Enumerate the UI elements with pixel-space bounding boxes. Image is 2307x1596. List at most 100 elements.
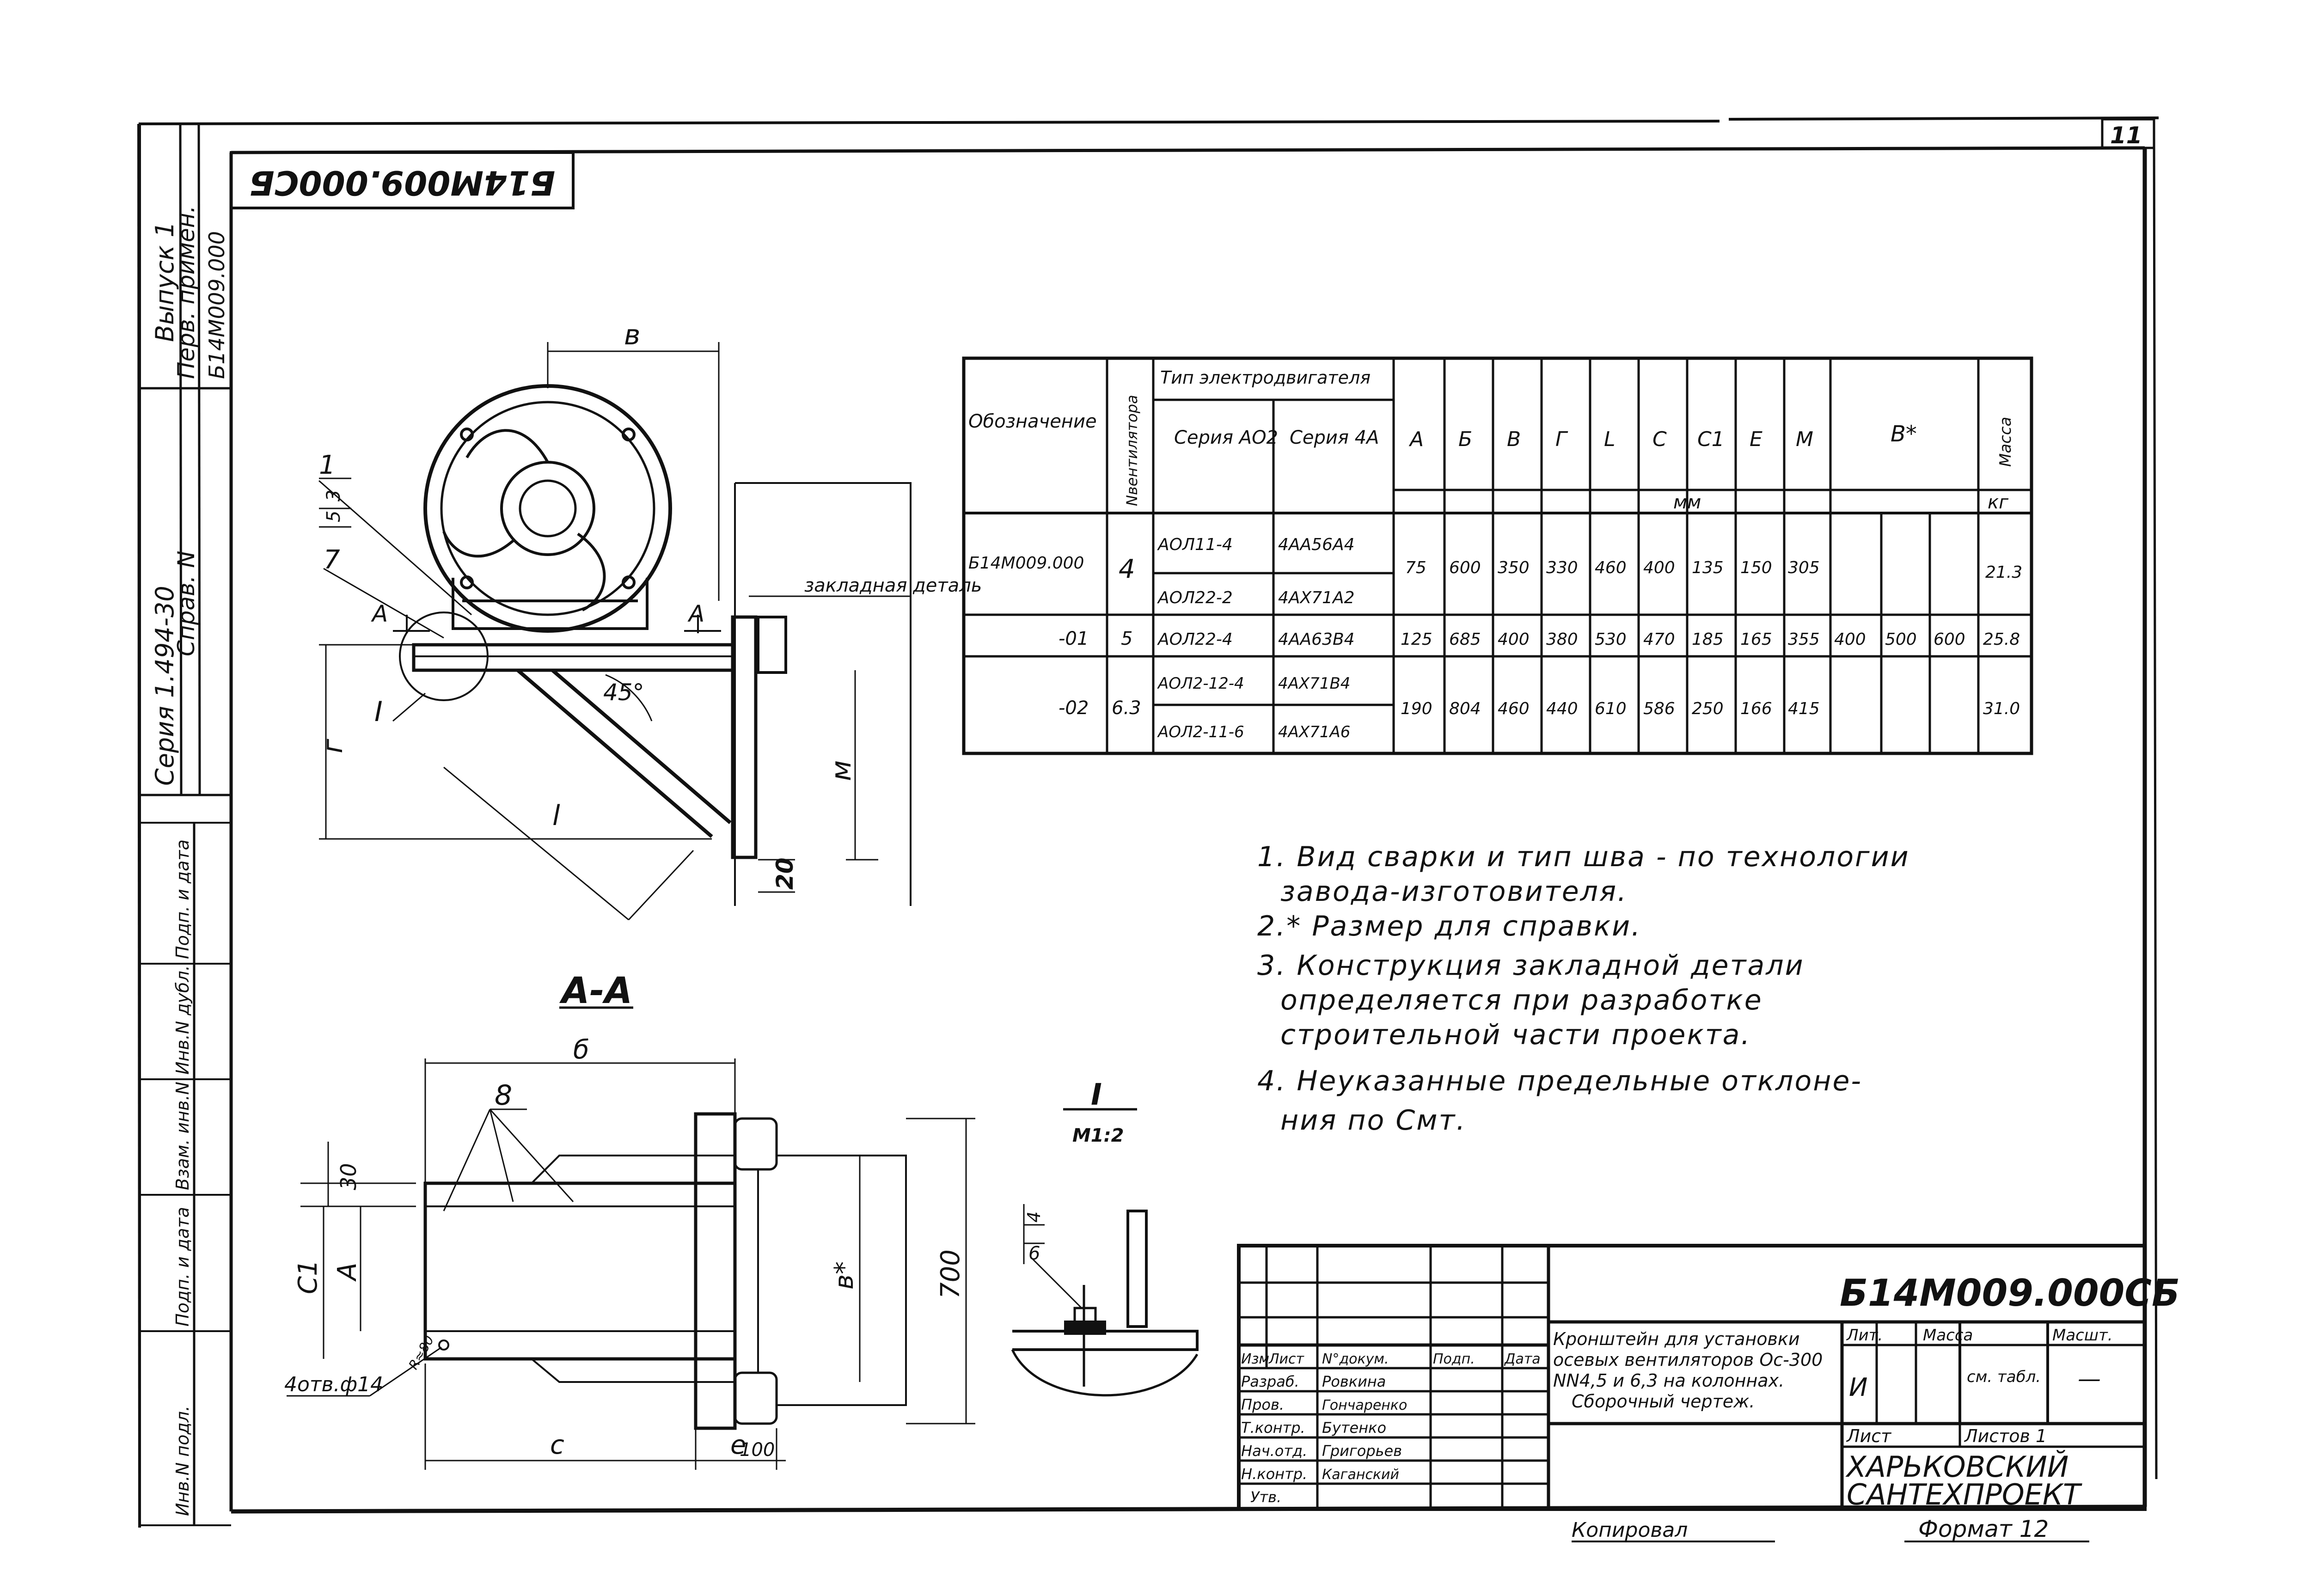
rotated-code: Б14М009.000СБ — [249, 163, 555, 202]
weld-mark-b: 5 — [323, 511, 344, 522]
row3-dim-m: 415 — [1788, 699, 1820, 718]
format-label: Формат 12 — [1918, 1516, 2049, 1542]
row2-dim-c1: 185 — [1692, 630, 1724, 649]
row2-4a: 4АА63В4 — [1278, 630, 1355, 649]
row3-dim-g: 440 — [1546, 699, 1578, 718]
row3-designation: -02 — [1059, 697, 1089, 719]
col-designation: Обозначение — [968, 411, 1097, 432]
note-4-cont: ния по Смт. — [1280, 1104, 1467, 1137]
dim-m: м — [825, 760, 857, 781]
row1-dim-v: 350 — [1498, 558, 1530, 577]
row2-dim-a: 125 — [1401, 630, 1432, 649]
row1-fan-no: 4 — [1119, 554, 1135, 584]
col-fan-no: Nвентилятора — [1123, 395, 1141, 506]
scale-value: — — [2078, 1365, 2101, 1392]
hdr-list: Лист — [1268, 1351, 1305, 1367]
dim-l: l — [552, 800, 560, 832]
holes-label: 4отв.ф14 — [284, 1373, 383, 1396]
b-star-600: 600 — [1934, 630, 1965, 649]
hdr-podp: Подп. — [1433, 1351, 1475, 1367]
role-tkontr: Т.контр. — [1241, 1419, 1305, 1437]
col-dim-e: Е — [1750, 428, 1762, 451]
name-razrab: Ровкина — [1322, 1373, 1386, 1390]
section-view — [287, 1006, 975, 1470]
sheets-label: Листов 1 — [1964, 1426, 2047, 1446]
col-series-ao2: Серия АО2 — [1174, 427, 1278, 448]
row2-fan-no: 5 — [1121, 628, 1132, 649]
row2-dim-m: 355 — [1788, 630, 1820, 649]
embedded-part-label: закладная деталь — [804, 575, 982, 596]
note-3-cont-1: определяется при разработке — [1280, 984, 1763, 1016]
row3-ao2-b: АОЛ2-11-6 — [1157, 723, 1244, 741]
dim-b: б — [573, 1035, 589, 1065]
row3-ao2-a: АОЛ2-12-4 — [1157, 674, 1244, 693]
pos-1: 1 — [319, 450, 336, 480]
row3-dim-b: 804 — [1449, 699, 1481, 718]
role-razrab: Разраб. — [1241, 1373, 1299, 1390]
row3-dim-e: 166 — [1740, 699, 1772, 718]
row3-4a-a: 4АХ71В4 — [1278, 674, 1350, 693]
col-dim-g: Г — [1555, 428, 1568, 451]
row2-dim-e: 165 — [1740, 630, 1772, 649]
row2-dim-c: 470 — [1643, 630, 1675, 649]
spec-table-grid — [962, 356, 2033, 755]
row1-dim-c1: 135 — [1692, 558, 1724, 577]
pos-7: 7 — [324, 545, 340, 575]
row1-dim-b: 600 — [1449, 558, 1481, 577]
stamp-label-dubl: Инв.N дубл. — [172, 965, 193, 1075]
note-1: 1. Вид сварки и тип шва - по технологии — [1257, 841, 1910, 873]
detail-weld-b: 6 — [1028, 1243, 1040, 1264]
row2-mass: 25.8 — [1983, 630, 2020, 649]
role-nkontr: Н.контр. — [1241, 1465, 1307, 1483]
role-prov: Пров. — [1241, 1396, 1284, 1413]
main-view — [318, 342, 912, 921]
first-used-value: Б14М009.000 — [204, 231, 229, 379]
b-star-400: 400 — [1834, 630, 1866, 649]
dim-20: 20 — [771, 857, 798, 890]
title-code: Б14М009.000СБ — [1840, 1272, 2180, 1315]
detail-scale: М1:2 — [1072, 1125, 1124, 1146]
row1-designation: Б14М009.000 — [968, 554, 1084, 573]
row2-dim-v: 400 — [1498, 630, 1530, 649]
angle-45: 45° — [603, 679, 644, 706]
col-series-4a: Серия 4А — [1290, 427, 1379, 448]
row3-dim-c1: 250 — [1692, 699, 1724, 718]
ref-label: Справ. N — [173, 550, 200, 656]
row2-dim-b: 685 — [1449, 630, 1481, 649]
hdr-date: Дата — [1504, 1351, 1541, 1367]
name-tkontr: Бутенко — [1322, 1419, 1386, 1437]
title-desc-1: Кронштейн для установки — [1553, 1329, 1800, 1349]
hdr-doc: N°докум. — [1322, 1351, 1389, 1367]
note-4: 4. Неуказанные предельные отклоне- — [1257, 1065, 1863, 1097]
row3-dim-v: 460 — [1498, 699, 1530, 718]
section-mark-left: А — [371, 600, 388, 627]
row1-dim-g: 330 — [1546, 558, 1578, 577]
title-desc-4: Сборочный чертеж. — [1572, 1391, 1755, 1412]
mass-value: см. табл. — [1967, 1368, 2041, 1386]
org-line-1: ХАРЬКОВСКИЙ — [1845, 1449, 2068, 1484]
note-2: 2.* Размер для справки. — [1257, 910, 1642, 942]
note-3: 3. Конструкция закладной детали — [1257, 949, 1805, 982]
col-dim-a: А — [1408, 428, 1424, 451]
name-nkontr: Каганский — [1322, 1467, 1399, 1483]
dim-g: г — [317, 739, 349, 753]
row1-dim-l: 460 — [1595, 558, 1627, 577]
b-star-500: 500 — [1885, 630, 1917, 649]
col-dim-m: М — [1796, 428, 1813, 451]
detail-mark: I — [374, 696, 383, 728]
col-dim-l: L — [1604, 428, 1616, 451]
stamp-label-podp-2: Подп. и дата — [172, 839, 193, 959]
row3-dim-l: 610 — [1595, 699, 1627, 718]
detail-title: I — [1091, 1078, 1102, 1112]
dim-30: 30 — [336, 1163, 361, 1190]
title-desc-2: осевых вентиляторов Ос-300 — [1553, 1350, 1823, 1370]
role-utv: Утв. — [1250, 1488, 1281, 1506]
col-motor-type: Тип электродвигателя — [1160, 367, 1371, 388]
row1-dim-c: 400 — [1643, 558, 1675, 577]
detail-weld-a: 4 — [1024, 1211, 1044, 1223]
section-title: А-А — [559, 970, 632, 1012]
hdr-izm: Изм — [1241, 1351, 1269, 1367]
note-3-cont-2: строительной части проекта. — [1280, 1019, 1751, 1051]
col-dim-c1: С1 — [1697, 428, 1725, 451]
